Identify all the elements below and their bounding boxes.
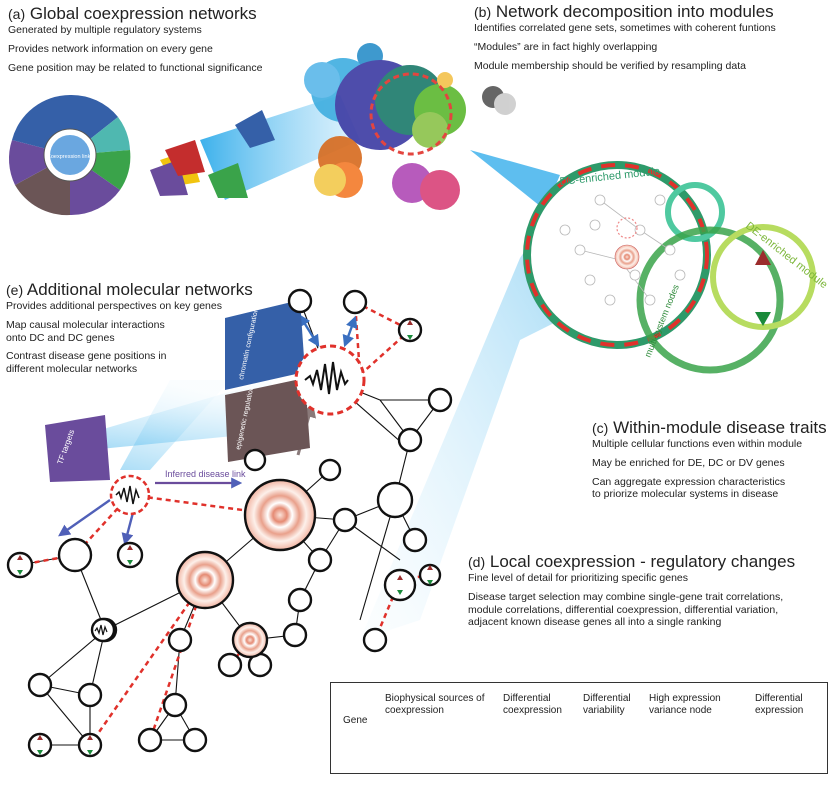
legend-biophysical-label: Biophysical sources of coexpression bbox=[385, 693, 485, 716]
section-c-line: May be enriched for DE, DC or DV genes bbox=[592, 456, 785, 469]
section-a-line: Provides network information on every ge… bbox=[8, 42, 213, 55]
section-e-title: (e) Additional molecular networks bbox=[6, 280, 253, 299]
de-arrow-icon bbox=[17, 555, 23, 575]
de-arrow-icon bbox=[397, 575, 403, 595]
section-c-line: to priorize molecular systems in disease bbox=[592, 488, 779, 501]
legend-gene-label: Gene bbox=[343, 715, 368, 726]
section-d-line: Disease target selection may combine sin… bbox=[468, 590, 784, 603]
de-arrow-icon bbox=[37, 735, 43, 755]
chromatin-wedge bbox=[225, 300, 305, 390]
section-b-line: Module membership should be verified by … bbox=[474, 59, 746, 72]
de-arrow-icon bbox=[427, 565, 433, 585]
network-nodes bbox=[6, 288, 453, 758]
section-d-line: module correlations, differential coexpr… bbox=[468, 603, 779, 616]
chromatin-arrow-right bbox=[342, 315, 358, 348]
section-b: (b) Network decomposition into modules I… bbox=[474, 2, 776, 72]
chromatin-arrow-left bbox=[298, 313, 320, 348]
section-d: (d) Local coexpression - regulatory chan… bbox=[468, 552, 795, 629]
section-c: (c) Within-module disease traits Multipl… bbox=[592, 418, 827, 501]
de-arrow-icon bbox=[407, 320, 413, 340]
epigenetic-wedge bbox=[225, 378, 310, 462]
section-e-line: onto DC and DC genes bbox=[6, 331, 115, 344]
dv-wave-tf bbox=[115, 485, 140, 505]
de-arrow-group bbox=[17, 320, 433, 755]
beam-b-to-c bbox=[470, 150, 560, 210]
de-arrow-icon bbox=[127, 545, 133, 565]
section-b-line: “Modules” are in fact highly overlapping bbox=[474, 40, 658, 53]
section-e-line: different molecular networks bbox=[6, 363, 138, 376]
wheel-center-label: Coexpression links bbox=[47, 154, 93, 160]
module-rings bbox=[523, 161, 816, 374]
section-d-line: Fine level of detail for prioritizing sp… bbox=[468, 572, 689, 584]
section-e-line: Contrast disease gene positions in bbox=[6, 350, 167, 363]
tf-arrow-left bbox=[58, 499, 111, 537]
wedge-green bbox=[208, 163, 248, 198]
legend-diff-exp-label: Differential expression bbox=[755, 693, 804, 716]
section-a-line: Generated by multiple regulatory systems bbox=[8, 24, 202, 36]
wedge-red bbox=[165, 140, 205, 176]
section-e: (e) Additional molecular networks Provid… bbox=[6, 280, 253, 376]
module-bubbles bbox=[304, 43, 516, 210]
section-b-title: (b) Network decomposition into modules bbox=[474, 2, 774, 21]
dc-tf-node bbox=[109, 474, 151, 516]
section-e-line: Map causal molecular interactions bbox=[6, 318, 165, 331]
legend: Gene Biophysical sources of coexpression… bbox=[330, 682, 828, 774]
section-a-line: Gene position may be related to function… bbox=[8, 61, 263, 74]
dv-wave-small bbox=[94, 624, 108, 636]
section-d-title: (d) Local coexpression - regulatory chan… bbox=[468, 552, 796, 571]
legend-diff-var-label: Differential variability bbox=[583, 693, 631, 716]
section-a-title: (a) Global coexpression networks bbox=[8, 4, 257, 23]
inferred-link-label: Inferred disease link bbox=[165, 469, 246, 479]
dv-node bbox=[90, 617, 116, 643]
high-variance-node-medium bbox=[175, 550, 235, 610]
high-variance-node-small bbox=[231, 621, 269, 659]
wedge-blue bbox=[235, 110, 275, 148]
section-e-line: Provides additional perspectives on key … bbox=[6, 300, 222, 312]
legend-high-var-label: High expression variance node bbox=[649, 693, 721, 716]
section-c-line: Can aggregate expression characteristics bbox=[592, 475, 786, 488]
section-d-line: adjacent known disease genes all into a … bbox=[468, 616, 722, 629]
section-c-title: (c) Within-module disease traits bbox=[592, 418, 827, 437]
section-a: (a) Global coexpression networks Generat… bbox=[8, 4, 263, 74]
section-b-line: Identifies correlated gene sets, sometim… bbox=[474, 22, 776, 34]
high-variance-node-large bbox=[243, 478, 317, 552]
de-arrow-icon bbox=[87, 735, 93, 755]
coexpression-wheel: Coexpression links bbox=[8, 94, 131, 216]
legend-diff-coexp-label: Differential coexpression bbox=[503, 693, 562, 716]
dv-wave-hub bbox=[304, 361, 349, 395]
section-c-line: Multiple cellular functions even within … bbox=[592, 438, 803, 450]
tf-targets-wedge bbox=[45, 415, 110, 482]
beam-e2 bbox=[120, 380, 230, 470]
